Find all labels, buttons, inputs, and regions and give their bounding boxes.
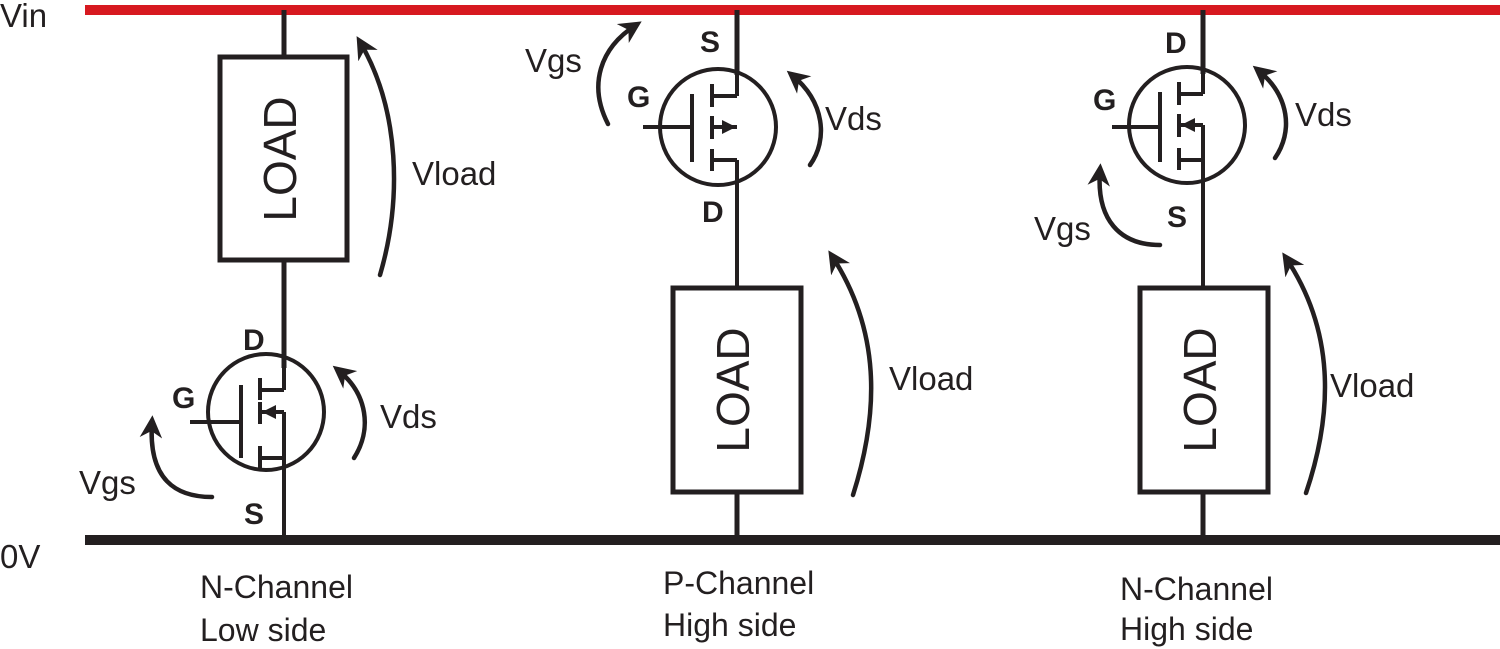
caption-line-1: N-Channel [1120, 571, 1273, 607]
vds-label: Vds [1295, 96, 1352, 133]
vload-label: Vload [889, 360, 973, 397]
load-label: LOAD [254, 96, 306, 221]
load-label: LOAD [1174, 327, 1226, 452]
nmos-transistor [190, 352, 326, 540]
caption-line-1: P-Channel [663, 565, 814, 601]
vds-arrow [332, 365, 367, 461]
vds-label: Vds [380, 398, 437, 435]
drain-pin-label: D [702, 196, 724, 229]
vgs-arrow [596, 21, 642, 127]
caption-line-2: High side [1120, 611, 1253, 647]
vgs-label: Vgs [525, 42, 582, 79]
vgs-label: Vgs [1034, 210, 1091, 247]
drain-pin-label: D [1165, 27, 1187, 60]
source-pin-label: S [1167, 201, 1187, 234]
vds-label: Vds [825, 100, 882, 137]
caption-line-2: Low side [200, 612, 326, 648]
vload-arrow [828, 250, 874, 498]
vgs-arrow [1087, 163, 1163, 248]
gate-pin-label: G [627, 81, 650, 114]
drain-pin-label: D [243, 324, 265, 357]
vgs-arrow [139, 415, 215, 500]
nmos-transistor [1112, 65, 1247, 288]
load-label: LOAD [707, 327, 759, 452]
caption-line-1: N-Channel [200, 569, 353, 605]
circuit-n-channel-low-side: LOAD D G S Vload Vds Vgs N-Channel Low s… [79, 10, 496, 648]
source-pin-label: S [700, 26, 720, 59]
ground-label: 0V [0, 538, 40, 575]
source-pin-label: S [244, 498, 264, 531]
vds-arrow [786, 70, 824, 168]
gate-pin-label: G [1093, 84, 1116, 117]
vload-label: Vload [412, 155, 496, 192]
pmos-transistor [643, 67, 778, 288]
vin-label: Vin [0, 0, 47, 34]
circuit-n-channel-high-side: D G S LOAD Vload Vds Vgs N-Channel High … [1034, 10, 1414, 647]
vds-arrow [1252, 65, 1289, 161]
vload-label: Vload [1330, 367, 1414, 404]
vload-arrow [356, 36, 397, 278]
vgs-label: Vgs [79, 464, 136, 501]
gate-pin-label: G [172, 382, 195, 415]
circuit-p-channel-high-side: S G D LOAD Vload Vds Vgs P-Channel High … [525, 10, 973, 643]
caption-line-2: High side [663, 607, 796, 643]
vload-arrow [1282, 252, 1328, 496]
